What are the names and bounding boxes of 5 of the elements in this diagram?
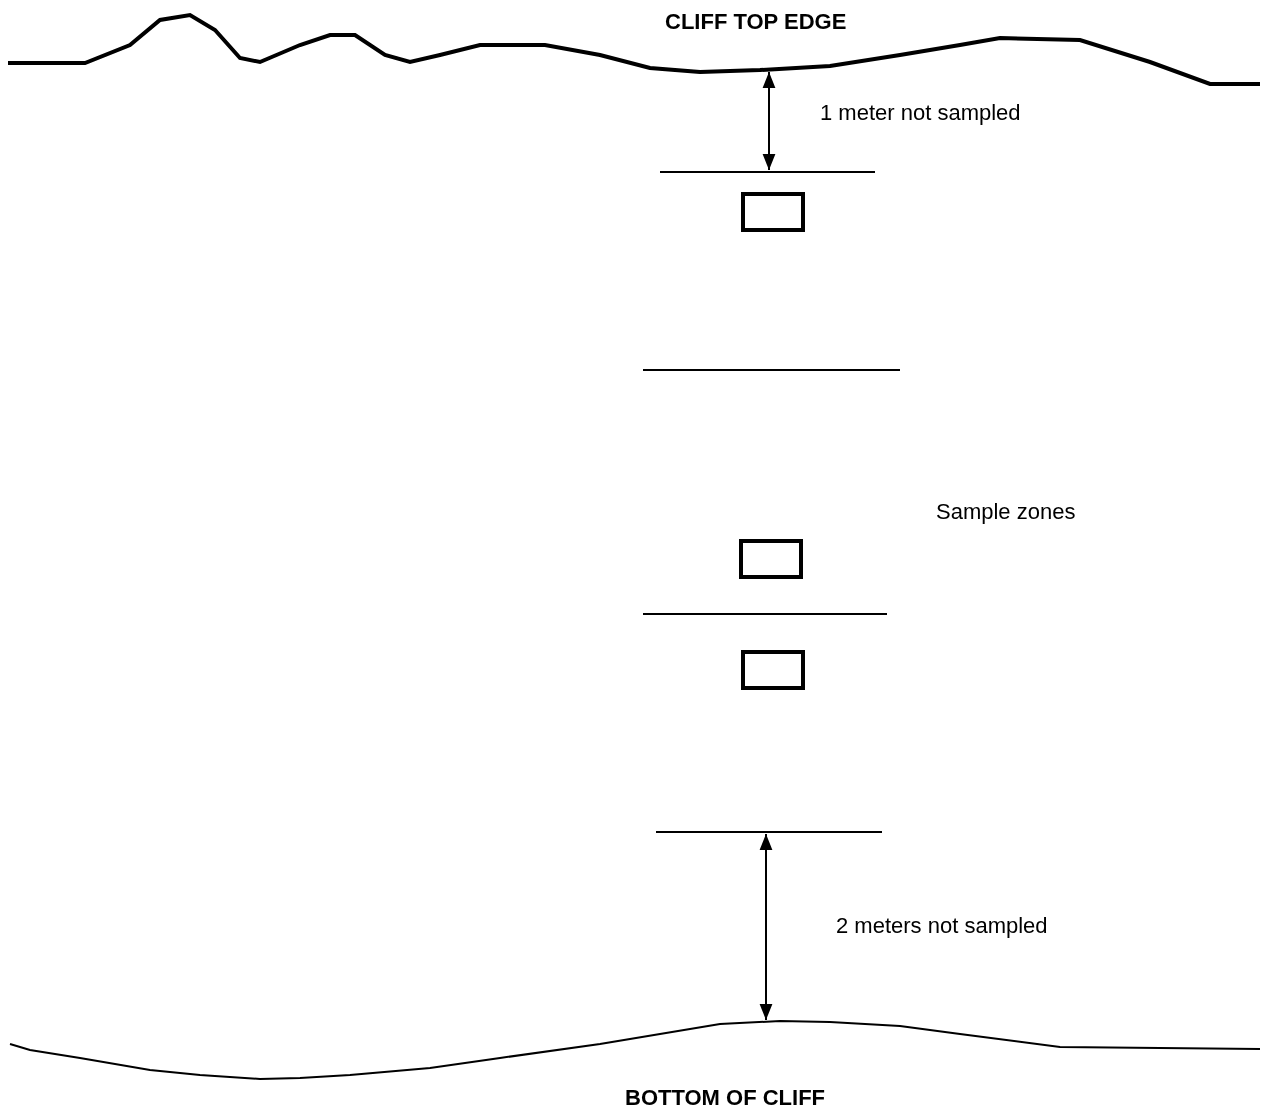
- dimension-label: 2 meters not sampled: [836, 913, 1048, 939]
- dimension-label: 1 meter not sampled: [820, 100, 1021, 126]
- heading-label: BOTTOM OF CLIFF: [625, 1085, 825, 1111]
- heading-label: CLIFF TOP EDGE: [665, 9, 847, 35]
- zone-label: Sample zones: [936, 499, 1076, 525]
